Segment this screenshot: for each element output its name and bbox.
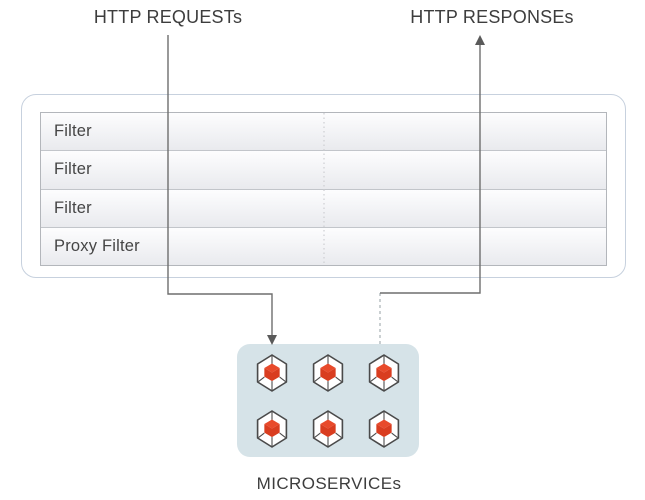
hexagon-cube-icon bbox=[312, 353, 344, 392]
microservices-label: MICROSERVICEs bbox=[256, 474, 402, 493]
filter-row-label: Filter bbox=[54, 122, 92, 141]
http-responses-label: HTTP RESPONSEs bbox=[410, 7, 574, 27]
filter-row: Filter bbox=[41, 189, 606, 228]
filter-table: Filter Filter Filter Proxy Filter bbox=[40, 112, 607, 266]
filter-row: Filter bbox=[41, 151, 606, 190]
hexagon-cube-icon bbox=[256, 409, 288, 448]
hexagon-cube-icon bbox=[368, 409, 400, 448]
filter-row-label: Filter bbox=[54, 160, 92, 179]
filter-row: Filter bbox=[41, 113, 606, 152]
hexagon-cube-icon bbox=[312, 409, 344, 448]
hexagon-cube-icon bbox=[256, 353, 288, 392]
filter-row-label: Filter bbox=[54, 198, 92, 217]
http-requests-label: HTTP REQUESTs bbox=[93, 7, 243, 27]
filter-row-label: Proxy Filter bbox=[54, 236, 140, 255]
microservices-box bbox=[237, 344, 419, 457]
filter-row: Proxy Filter bbox=[41, 227, 606, 265]
hexagon-cube-icon bbox=[368, 353, 400, 392]
arrow-up-icon bbox=[475, 35, 485, 45]
